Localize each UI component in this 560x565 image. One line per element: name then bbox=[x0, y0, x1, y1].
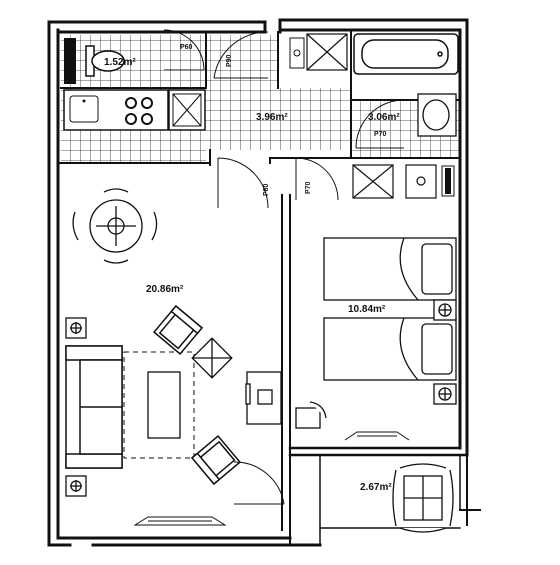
bedside-lamp-icon bbox=[433, 299, 457, 405]
fridge-icon bbox=[168, 89, 206, 131]
door-label-bathroom: P70 bbox=[374, 131, 387, 138]
door-label-wc: P60 bbox=[180, 44, 193, 51]
office-chair-icon bbox=[295, 401, 327, 429]
area-living: 20.86m² bbox=[146, 284, 184, 295]
window-living bbox=[133, 516, 227, 526]
balcony-table-icon bbox=[392, 463, 454, 533]
door-label-hall: P90 bbox=[226, 54, 233, 67]
wc-basin-icon bbox=[289, 37, 305, 69]
kitchen-counter bbox=[63, 89, 206, 131]
shower-icon bbox=[306, 33, 437, 199]
door-swings bbox=[163, 29, 405, 505]
coffee-table bbox=[147, 371, 181, 439]
armchair-icon bbox=[152, 304, 242, 486]
side-table-icon bbox=[191, 337, 233, 379]
dining-table-icon bbox=[72, 188, 158, 264]
door-label-bedroom: P70 bbox=[305, 181, 312, 194]
walls bbox=[47, 18, 481, 547]
sink-icon bbox=[417, 93, 457, 137]
window-bedroom bbox=[344, 431, 410, 441]
lamp-icon bbox=[65, 317, 87, 497]
area-balcony: 2.67m² bbox=[360, 482, 392, 493]
hatched-wall bbox=[64, 38, 455, 197]
sofa-icon bbox=[65, 345, 123, 469]
desk-icon bbox=[245, 371, 282, 425]
area-hall: 3.96m² bbox=[256, 112, 288, 123]
area-wc: 1.52m² bbox=[104, 57, 136, 68]
area-bathroom: 3.06m² bbox=[368, 112, 400, 123]
area-bedroom: 10.84m² bbox=[348, 304, 386, 315]
toilet-icon bbox=[85, 45, 125, 77]
hob-icon bbox=[125, 97, 153, 125]
rug bbox=[123, 351, 195, 459]
bed-icon bbox=[323, 237, 457, 381]
bathtub-icon bbox=[353, 33, 459, 75]
door-label-living: P80 bbox=[263, 183, 270, 196]
